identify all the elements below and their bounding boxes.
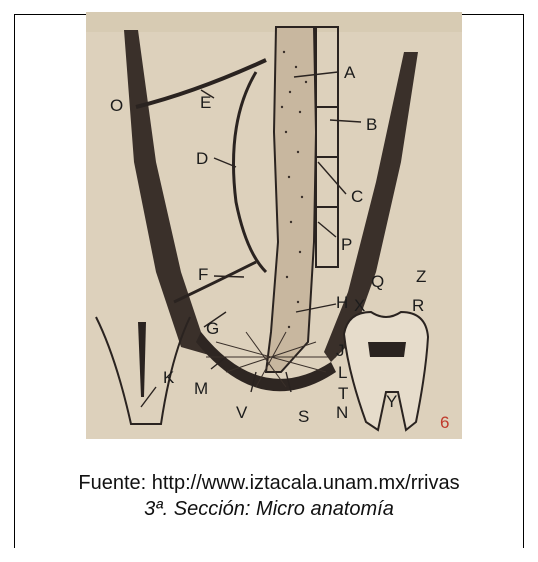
label-q: Q — [371, 272, 384, 291]
label-t: T — [338, 384, 348, 403]
tooth-anatomy-diagram: A B C D E F G H K M V S O P Q Z X R J L … — [86, 12, 462, 439]
label-r: R — [412, 296, 424, 315]
label-l: L — [338, 363, 347, 382]
label-n: N — [336, 403, 348, 422]
label-f: F — [198, 265, 208, 284]
label-d: D — [196, 149, 208, 168]
label-p: P — [341, 235, 352, 254]
label-g: G — [206, 319, 219, 338]
caption-section: 3ª. Sección: Micro anatomía — [0, 496, 538, 522]
figure-caption: Fuente: http://www.iztacala.unam.mx/rriv… — [0, 470, 538, 522]
molar-pulp — [368, 342, 406, 357]
label-b: B — [366, 115, 377, 134]
label-z: Z — [416, 267, 426, 286]
tooth-anatomy-figure: A B C D E F G H K M V S O P Q Z X R J L … — [86, 12, 462, 439]
label-a: A — [344, 63, 356, 82]
label-e: E — [200, 93, 211, 112]
label-o: O — [110, 96, 123, 115]
label-y: Y — [386, 392, 397, 411]
label-c: C — [351, 187, 363, 206]
label-h: H — [336, 293, 348, 312]
label-s: S — [298, 407, 309, 426]
label-j: J — [336, 341, 345, 360]
label-k: K — [163, 368, 175, 387]
label-m: M — [194, 379, 208, 398]
label-v: V — [236, 403, 248, 422]
corner-mark: 6 — [440, 413, 449, 432]
caption-source: Fuente: http://www.iztacala.unam.mx/rriv… — [0, 470, 538, 496]
label-x: X — [354, 296, 365, 315]
